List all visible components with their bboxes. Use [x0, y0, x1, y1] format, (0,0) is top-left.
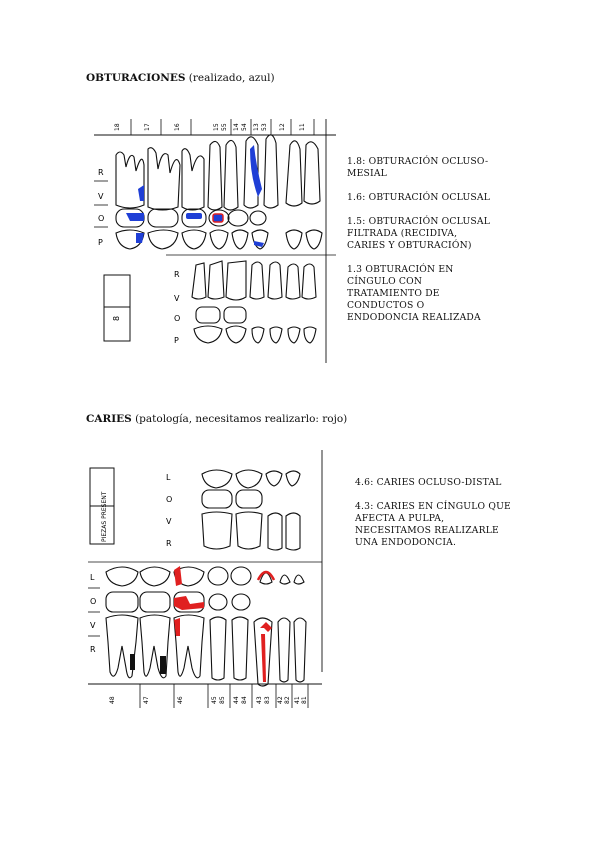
tooth-number-strip: 48 47 46 45 85 44 84 43 83 42 82 41 81	[109, 696, 308, 704]
tooth-number: 17	[144, 123, 151, 131]
odontogram-upper-fillings: 18 17 16 15 55 14 54 13 53 12 11 R V O P	[86, 115, 338, 363]
tooth-number: 53	[261, 123, 268, 131]
note: 4.3: CARIES EN CÍNGULO QUE AFECTA A PULP…	[355, 501, 511, 548]
upper-teeth	[201, 469, 301, 551]
tooth-number: 46	[177, 696, 184, 704]
row-label: O	[90, 597, 96, 606]
caries-marks	[174, 566, 272, 682]
row-label: L	[166, 473, 171, 482]
tooth-number: 55	[221, 123, 228, 131]
note: 4.6: CARIES OCLUSO-DISTAL	[355, 477, 502, 488]
tooth-number: 16	[174, 123, 181, 131]
filtered-filling-mark	[212, 213, 224, 223]
notes-obturaciones: 1.8: OBTURACIÓN OCLUSO-MESIAL 1.6: OBTUR…	[347, 156, 497, 336]
row-label: O	[174, 314, 180, 323]
root-mark	[160, 656, 166, 674]
heading-title: CARIES	[86, 413, 132, 425]
heading-title: OBTURACIONES	[86, 72, 186, 84]
tooth-number: 85	[219, 696, 226, 704]
tooth-number: 42	[277, 696, 284, 704]
tooth-number: 84	[241, 696, 248, 704]
tooth-number: 12	[279, 123, 286, 131]
row-label: V	[90, 621, 96, 630]
note: 1.8: OBTURACIÓN OCLUSO-MESIAL	[347, 156, 489, 179]
pieces-present-label: PIEZAS PRESENT	[101, 491, 108, 542]
row-label: R	[98, 168, 104, 177]
tooth-number: 82	[284, 696, 291, 704]
row-label: L	[90, 573, 95, 582]
filling-marks	[126, 145, 264, 247]
section-heading-obturaciones: OBTURACIONES (realizado, azul)	[86, 72, 275, 84]
tooth-number: 14	[233, 123, 240, 131]
tooth-number: 83	[264, 696, 271, 704]
upper-row-labels: L O V R	[166, 473, 172, 548]
upper-row-labels: R V O P	[98, 168, 104, 247]
row-label: O	[98, 214, 104, 223]
tooth-number: 18	[114, 123, 121, 131]
tooth-number: 43	[256, 696, 263, 704]
heading-subtitle: (patología, necesitamos realizarlo: rojo…	[131, 413, 348, 425]
cingulum-caries-mark	[256, 570, 276, 581]
lower-teeth	[105, 566, 307, 687]
tooth-number: 41	[294, 696, 301, 704]
note: 1.6: OBTURACIÓN OCLUSAL	[347, 192, 491, 203]
row-label: R	[90, 645, 96, 654]
tooth-number: 48	[109, 696, 116, 704]
row-label: V	[166, 517, 172, 526]
lower-row-labels: R V O P	[174, 270, 180, 345]
note: 1.5: OBTURACIÓN OCLUSAL FILTRADA (RECIDI…	[347, 216, 491, 251]
lower-row-labels: L O V R	[90, 573, 96, 654]
section-heading-caries: CARIES (patología, necesitamos realizarl…	[86, 413, 347, 425]
row-label: P	[174, 336, 179, 345]
tooth-number: 15	[213, 123, 220, 131]
upper-teeth-palatal	[115, 229, 323, 250]
tooth-number: 47	[143, 696, 150, 704]
notes-caries: 4.6: CARIES OCLUSO-DISTAL 4.3: CARIES EN…	[355, 477, 515, 561]
tooth-number: 54	[241, 123, 248, 131]
lower-teeth	[191, 260, 317, 344]
side-box	[103, 274, 131, 342]
tooth-number: 11	[299, 123, 306, 131]
tooth-number: 13	[253, 123, 260, 131]
tooth-number: 81	[301, 696, 308, 704]
row-label: P	[98, 238, 103, 247]
row-label: R	[166, 539, 172, 548]
row-label: V	[98, 192, 104, 201]
tooth-number: 44	[233, 696, 240, 704]
root-mark	[130, 654, 135, 670]
upper-teeth-side	[115, 134, 321, 211]
tooth-number: 45	[211, 696, 218, 704]
tooth-number-strip: 18 17 16 15 55 14 54 13 53 12 11	[114, 123, 306, 131]
heading-subtitle: (realizado, azul)	[185, 72, 275, 84]
odontogram-lower-caries: PIEZAS PRESENT L O V R L O V R	[86, 446, 330, 712]
side-box-mark: 8	[112, 316, 121, 321]
row-label: V	[174, 294, 180, 303]
row-label: O	[166, 495, 172, 504]
row-label: R	[174, 270, 180, 279]
note: 1.3 OBTURACIÓN EN CÍNGULO CON TRATAMIENT…	[347, 264, 481, 323]
